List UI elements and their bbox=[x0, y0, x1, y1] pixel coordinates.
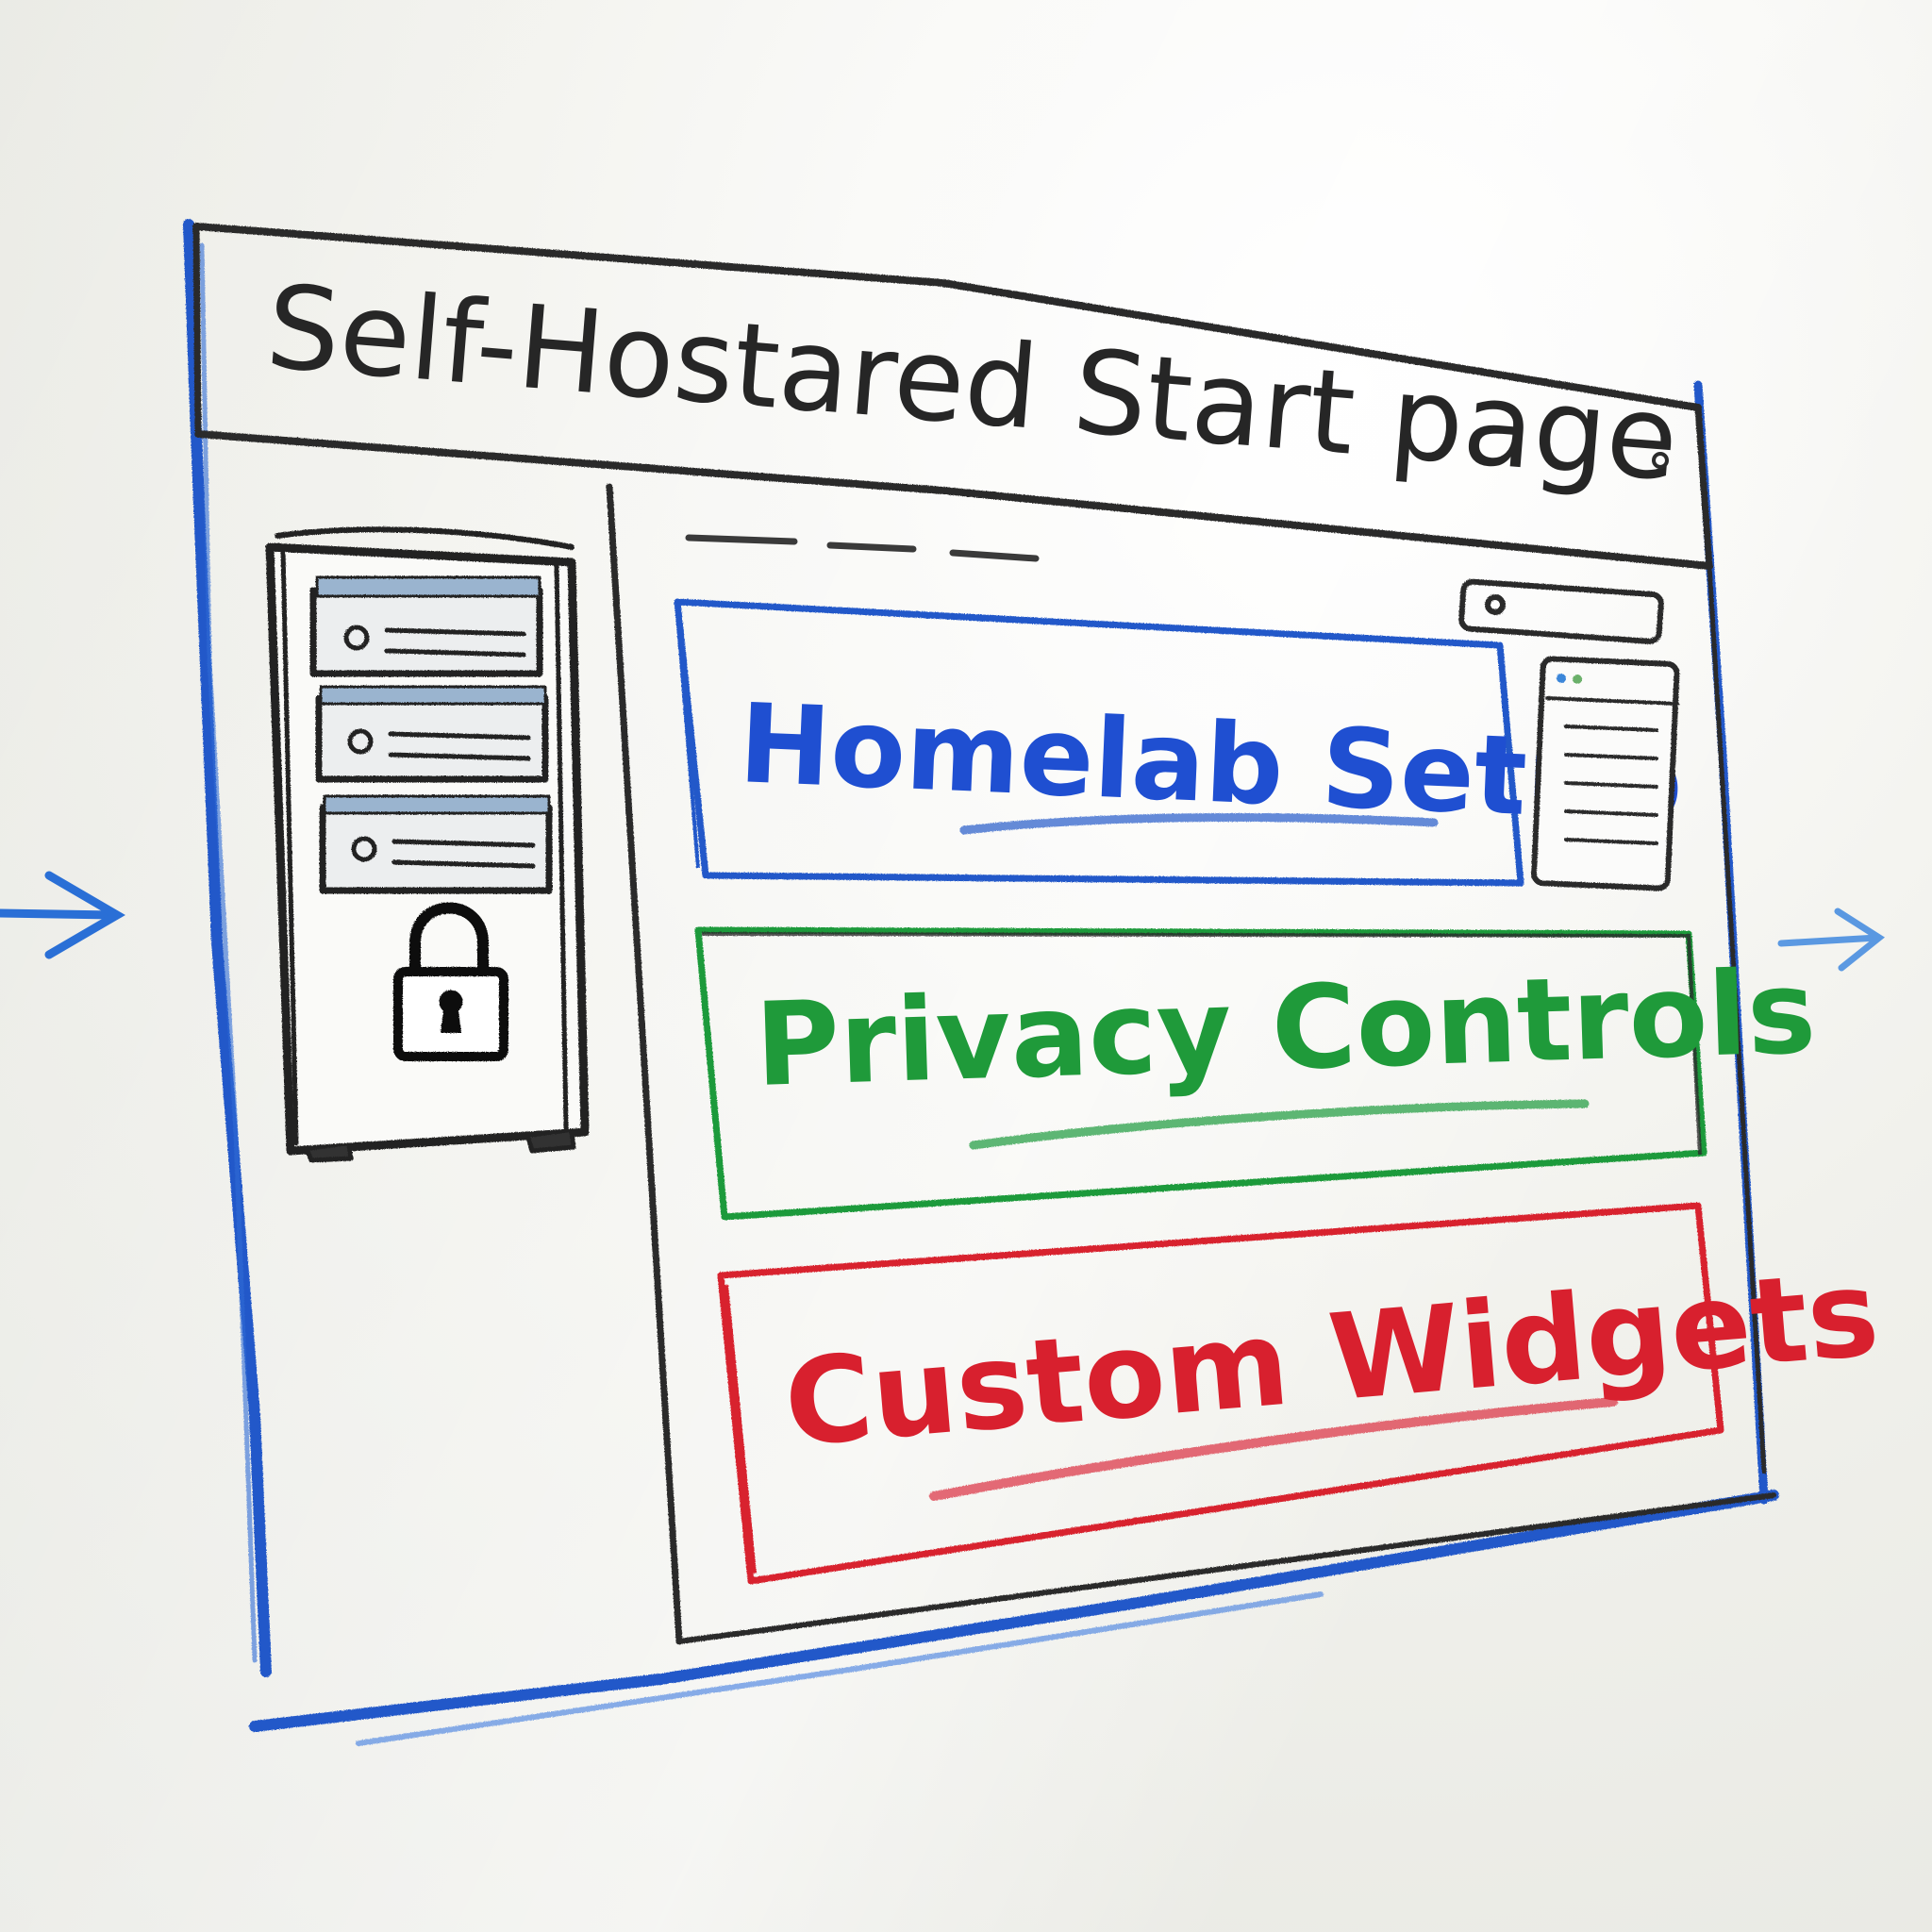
window-control-dot bbox=[1652, 452, 1669, 469]
arrow-right-icon bbox=[0, 871, 125, 959]
page-title: Self-Hostared Start page bbox=[262, 259, 1683, 507]
card-homelab-setup[interactable] bbox=[674, 598, 1524, 887]
padlock-icon bbox=[393, 902, 508, 1061]
placeholder-dashes bbox=[685, 534, 1040, 562]
card-label-custom-widgets: Custom Widgets bbox=[779, 1243, 1884, 1474]
search-bar-icon bbox=[1458, 578, 1664, 644]
arrow-right-icon bbox=[1777, 908, 1886, 972]
browser-window bbox=[192, 223, 1776, 1645]
card-privacy-controls[interactable] bbox=[694, 926, 1707, 1221]
card-label-privacy-controls: Privacy Controls bbox=[753, 945, 1817, 1112]
browser-window-icon bbox=[1531, 656, 1680, 891]
server-icon bbox=[265, 526, 590, 1163]
card-custom-widgets[interactable] bbox=[717, 1202, 1724, 1585]
